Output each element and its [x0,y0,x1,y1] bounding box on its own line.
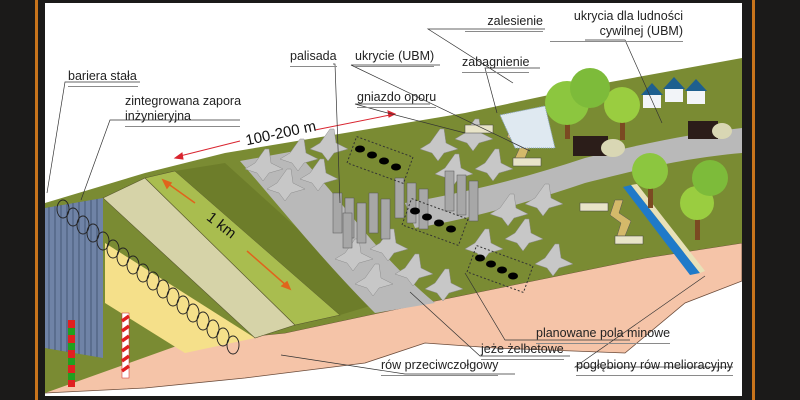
swamp-area [499,105,556,149]
houses [641,77,707,108]
anti-tank-ditch [175,163,380,315]
label-row-przeciwczolgowy: rów przeciwczołgowy [381,358,499,376]
planned-minefields [346,135,534,294]
label-zalesienie: zalesienie [465,14,543,32]
road-branch [405,128,742,228]
label-zintegrowana-zapora-1: zintegrowana zapora [125,94,242,108]
border-post-neighbor [68,320,75,387]
concrete-hedgehogs [244,118,574,302]
label-poglebiony-row: pogłębiony rów melioracyjny [576,358,734,376]
shelter-bunker-civil [688,121,732,139]
label-jeze-zelbetowe: jeże żelbetowe [481,342,564,360]
label-bariera-stala: bariera stała [68,69,138,87]
drainage-ditch [623,185,700,275]
label-ukrycie-ubm: ukrycie (UBM) [355,49,435,67]
sand-strip [105,243,255,353]
palisade-posts [332,170,479,249]
ground-plane [45,58,742,393]
label-zabagnienie: zabagnienie [462,55,530,73]
trench-2 [579,199,644,245]
label-ukrycia-ludnosci-1: ukrycia dla ludności [573,9,683,23]
frame-accent-left [35,0,38,400]
fortification-illustration [45,28,742,394]
label-ukrycia-ludnosci-2: cywilnej (UBM) [550,24,683,42]
razor-wire [56,199,240,355]
label-planowane-pola-minowe: planowane pola minowe [536,326,671,344]
border-post-poland [120,312,131,379]
steel-barrier-fence [45,198,103,358]
fence-slats [48,199,98,357]
label-palisada: palisada [290,49,337,67]
diagram-canvas: bariera stała zintegrowana zapora inżyni… [45,3,742,396]
label-zintegrowana-zapora-2: inżynieryjna [125,109,240,127]
label-gniazdo-oporu: gniazdo oporu [357,90,437,108]
shelter-bunker-military [573,136,625,157]
frame-accent-right [752,0,755,400]
length-arrow [161,178,292,291]
forest [545,68,728,240]
